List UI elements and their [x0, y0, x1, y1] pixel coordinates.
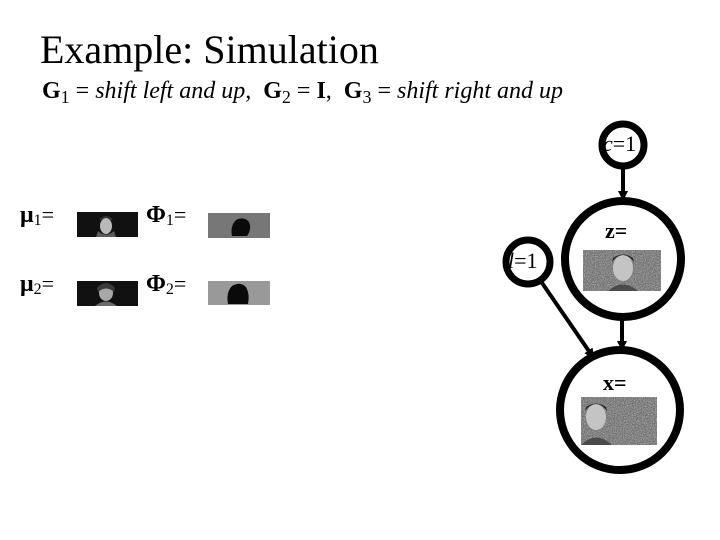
node-l-value: =1 [514, 248, 538, 273]
phi2-symbol: Φ [146, 271, 166, 297]
node-x-label: x= [603, 370, 627, 395]
g2-value: I [316, 78, 326, 104]
g2-separator: , [325, 78, 332, 104]
mu1-label: μ1= [20, 203, 54, 233]
node-c-label: c=1 [603, 131, 636, 157]
slide-title: Example: Simulation [40, 27, 379, 72]
node-c-value: =1 [612, 131, 637, 156]
node-l-name: l [508, 248, 515, 273]
mu1-symbol: μ [20, 202, 34, 228]
edge-l-to-x [538, 278, 595, 359]
phi2-subscript: 2 [165, 281, 174, 298]
mu2-label: μ2= [20, 272, 54, 302]
slide-subtitle: G1 = shift left and up, G2 = I, G3 = shi… [42, 76, 563, 112]
phi1-subscript: 1 [165, 212, 174, 229]
mu1-subscript: 1 [33, 212, 42, 229]
node-l [502, 236, 554, 288]
g1-description: shift left and up, [95, 78, 252, 104]
mu1-image [77, 212, 138, 237]
g3-description: shift right and up [397, 78, 564, 104]
mu2-symbol: μ [20, 271, 34, 297]
mu2-image [77, 281, 138, 306]
phi2-image [208, 281, 270, 305]
g2-symbol: G [263, 78, 282, 104]
z-image [583, 250, 661, 291]
g3-symbol: G [343, 78, 363, 104]
phi1-symbol: Φ [146, 202, 166, 228]
g3-subscript: 3 [362, 87, 372, 107]
node-c-name: c [603, 131, 613, 156]
g1-subscript: 1 [60, 87, 70, 107]
phi1-equals: = [173, 202, 187, 227]
mu2-subscript: 2 [33, 281, 42, 298]
mu2-equals: = [41, 271, 55, 296]
x-image [581, 397, 657, 445]
node-l-label: l=1 [508, 248, 538, 274]
phi1-image [208, 213, 270, 238]
phi1-label: Φ1= [146, 203, 186, 233]
mu1-equals: = [41, 202, 55, 227]
g1-equals: = [69, 78, 96, 104]
phi2-equals: = [173, 271, 187, 296]
node-z-label: z= [605, 218, 628, 243]
g3-equals: = [371, 78, 397, 104]
g2-equals: = [290, 78, 317, 104]
node-c [598, 120, 648, 170]
phi2-label: Φ2= [146, 272, 186, 302]
g1-symbol: G [42, 78, 61, 104]
g2-subscript: 2 [281, 87, 291, 107]
